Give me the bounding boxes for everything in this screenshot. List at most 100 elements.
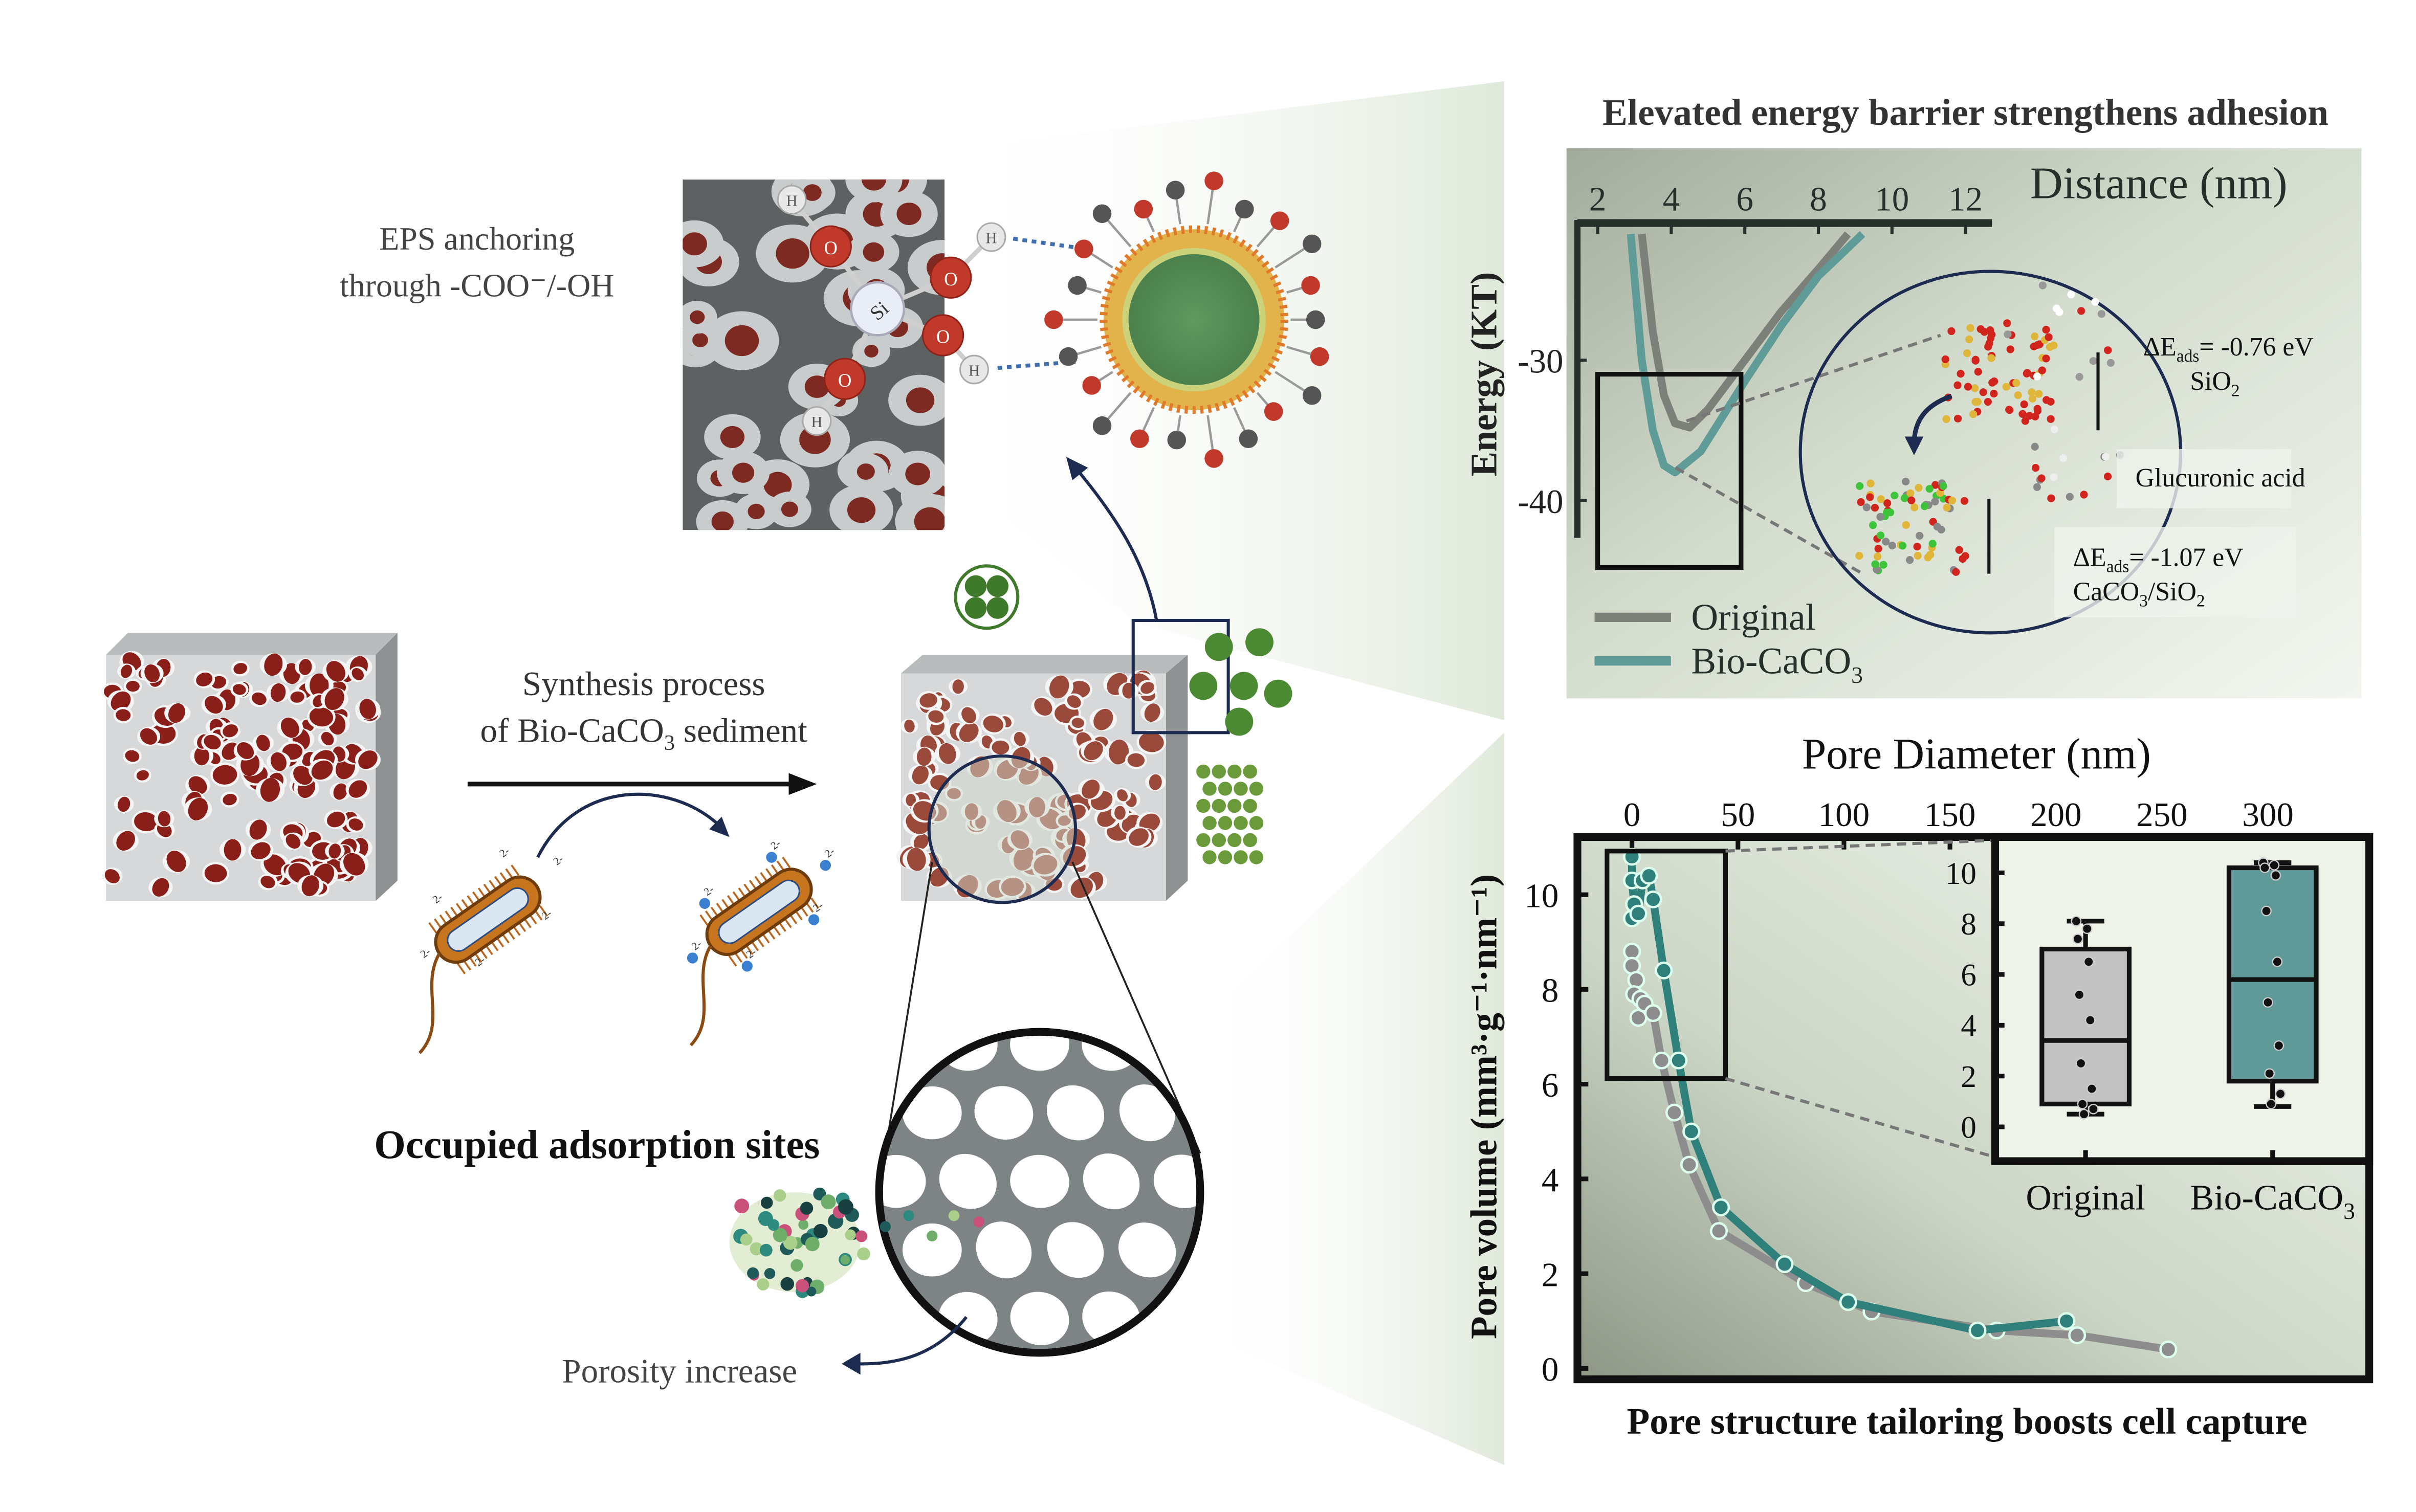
subscript: 3 [2343, 1198, 2355, 1224]
pore-blob [224, 839, 241, 861]
sio2-molecule-atom [2031, 332, 2039, 341]
pore-void [974, 1086, 1034, 1140]
adsorbed-particle [767, 1219, 780, 1231]
hydrogen-atom-icon [976, 222, 1006, 252]
pore-blob [776, 238, 809, 269]
pore-blob [1139, 813, 1160, 832]
x-tick-label: 0 [1623, 796, 1641, 834]
y-tick-label: 2 [1542, 1256, 1559, 1294]
pore-panel-caption: Pore structure tailoring boosts cell cap… [1627, 1400, 2308, 1442]
glucuronic-atom [2055, 308, 2063, 316]
caco3-molecule-atom [1899, 542, 1907, 550]
pore-blob [158, 811, 171, 827]
adsorbed-particle [750, 1242, 763, 1256]
algae-chain-cell-icon [1202, 850, 1217, 864]
functional-group-atom-icon [1204, 171, 1223, 190]
functional-group-atom-icon [1166, 181, 1185, 199]
oxygen-atom-label: O [944, 269, 957, 290]
functional-group-atom-icon [1239, 429, 1258, 449]
x-tick-label: 300 [2242, 796, 2294, 834]
glucuronic-atom [2031, 442, 2039, 451]
arrowhead-icon [1904, 436, 1924, 456]
sio2-molecule-atom [2018, 410, 2027, 418]
box-data-point [2261, 905, 2272, 917]
pore-blob [683, 232, 707, 256]
algae-chain-cell-icon [1249, 782, 1264, 796]
charge-label: 2- [701, 883, 716, 898]
pore-blob [913, 834, 929, 850]
material: /SiO [2148, 577, 2197, 606]
pore-blob [1139, 732, 1164, 752]
caco3-molecule-atom [1855, 552, 1863, 560]
pili [457, 963, 466, 974]
inset-y-tick-label: 8 [1961, 907, 1976, 942]
y-tick-label: -30 [1518, 343, 1563, 381]
sio2-molecule-atom [1984, 398, 1992, 406]
legend-text: Original [1691, 596, 1816, 638]
pore-blob [136, 770, 149, 781]
series-line-bio-caco3 [1627, 231, 1865, 477]
pore-blob [1070, 877, 1093, 898]
hydrogen-atom-label: H [969, 362, 980, 380]
sio2-molecule-atom [2028, 388, 2036, 396]
glucuronic-atom [2075, 373, 2083, 381]
glucuronic-atom [2003, 319, 2011, 327]
x-tick-label: 4 [1663, 181, 1680, 218]
pore-blob [1109, 739, 1129, 765]
y-tick-label: 8 [1542, 972, 1559, 1010]
x-tick-label: 12 [1948, 181, 1983, 218]
algae-chain-cell-icon [1227, 764, 1242, 779]
sio2-molecule-atom [1966, 324, 1974, 332]
pore-blob [1067, 695, 1081, 708]
pore-blob [1127, 753, 1145, 767]
sio2-molecule-atom [1953, 381, 1962, 389]
algae-chain-cell-icon [1227, 833, 1242, 848]
x-axis-label: Distance (nm) [2030, 158, 2288, 208]
pore-blob [120, 664, 133, 678]
eps-label-line2: through -COO⁻/-OH [340, 267, 614, 303]
sio2-molecule-atom [2002, 383, 2010, 391]
algae-chain-cell-icon [1212, 798, 1226, 813]
pore-blob [856, 463, 875, 480]
data-point-bio-caco3 [1655, 961, 1673, 980]
data-point-bio-caco3 [1640, 866, 1658, 885]
x-tick-label: 50 [1721, 796, 1755, 834]
pore-blob [847, 497, 876, 523]
pili [782, 856, 791, 868]
pore-blob [299, 659, 312, 675]
sio2-molecule-atom [2042, 354, 2050, 363]
flagellum [689, 945, 712, 1047]
caco3-molecule-atom [1931, 481, 1940, 489]
pore-blob [118, 796, 130, 812]
glucuronic-atom [2033, 341, 2042, 349]
delta-e: ΔE [2143, 332, 2177, 362]
subscript: 2 [2231, 381, 2240, 400]
sio2-molecule-atom [2050, 341, 2058, 349]
sio2-molecule-atom [2038, 366, 2046, 374]
pore-blob [310, 673, 329, 698]
inset-category-label: Original [2026, 1179, 2145, 1218]
data-point-original [1665, 1103, 1684, 1122]
algae-chain-cell-icon [1196, 764, 1211, 779]
box-data-point [2088, 1103, 2099, 1115]
algae-cell-icon [986, 597, 1009, 619]
pore-blob [140, 728, 158, 745]
adsorbed-particle [757, 1278, 770, 1291]
caco3-molecule-atom [1902, 521, 1910, 529]
series-line-original [1638, 231, 1851, 432]
sio2-molecule-atom [1969, 410, 1978, 418]
caco3-molecule-atom [1882, 538, 1890, 546]
glucuronic-atom [2031, 464, 2040, 472]
adsorbed-particle [740, 1233, 753, 1246]
pore-blob [134, 812, 158, 832]
caco3-molecule-atom [1879, 561, 1887, 569]
pore-blob [952, 679, 964, 694]
pore-blob [983, 716, 1003, 732]
y-axis-label: Pore volume (mm³·g⁻¹·nm⁻¹) [1463, 874, 1505, 1339]
algae-chain-cell-icon [1218, 816, 1233, 830]
pore-blob [1140, 682, 1155, 694]
data-point-bio-caco3 [1644, 890, 1662, 908]
functional-group-atom-icon [1092, 416, 1112, 435]
zoom-wedge-bottom [1192, 732, 1504, 1465]
zoom-dashed-line [1725, 838, 1998, 853]
